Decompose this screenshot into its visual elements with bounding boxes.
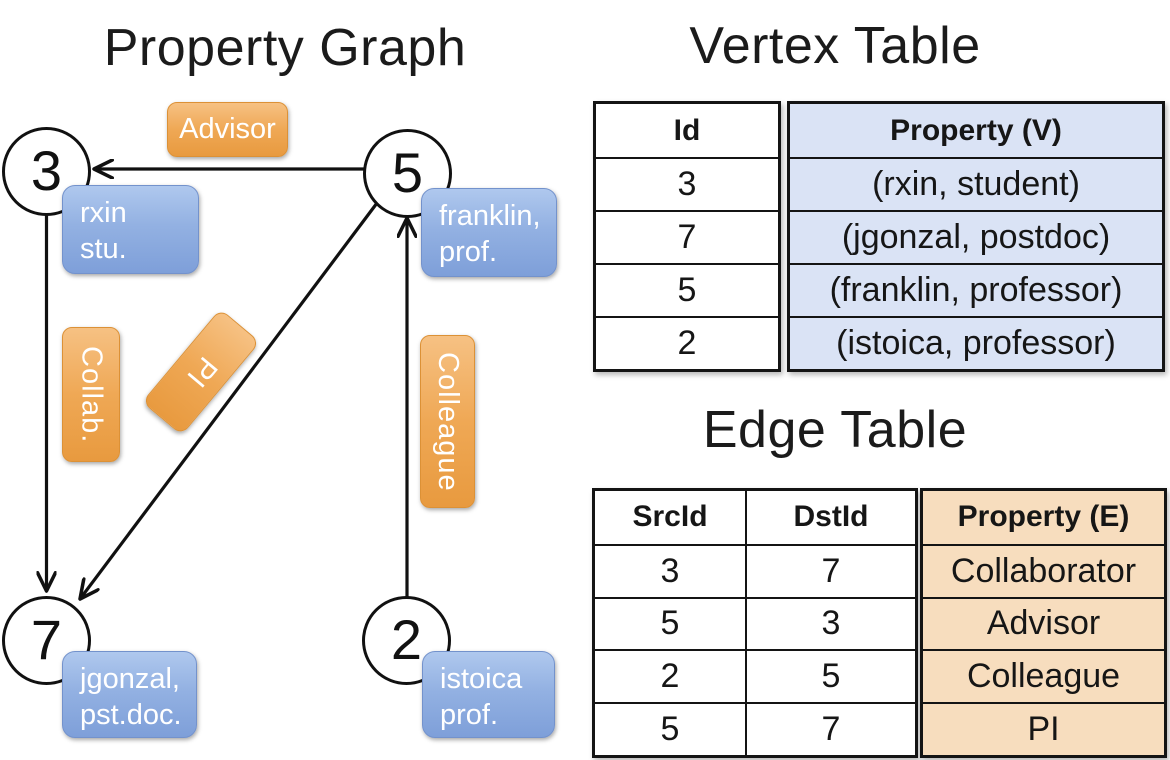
edge-table-cell-srcid: 5 bbox=[595, 596, 745, 650]
vertex-table-cell-id: 3 bbox=[596, 157, 778, 210]
vertex-table-cell-property: (rxin, student) bbox=[790, 157, 1162, 210]
vertex-prop-line: franklin, bbox=[439, 200, 541, 232]
node-2-id: 2 bbox=[390, 608, 423, 671]
vertex-prop-line: jgonzal, bbox=[80, 663, 180, 695]
edge-label-advisor: Advisor bbox=[167, 102, 288, 157]
edge-label-text: Collab. bbox=[75, 345, 108, 444]
vertex-table-header-property: Property (V) bbox=[890, 113, 1062, 147]
edge-table-cell-property: Colleague bbox=[923, 649, 1164, 702]
edge-table-cell-property: Advisor bbox=[923, 596, 1164, 650]
graph-node-5: 5 bbox=[363, 128, 452, 218]
graph-edges-layer bbox=[0, 0, 560, 760]
edge-pi-5-to-7 bbox=[80, 202, 379, 599]
vertex-table-title: Vertex Table bbox=[689, 17, 981, 75]
edge-label-text: Advisor bbox=[179, 113, 276, 145]
edge-table-cell-dstid: 3 bbox=[745, 596, 915, 650]
edge-table-header-property: Property (E) bbox=[957, 500, 1130, 534]
vertex-table-cell-property: (franklin, professor) bbox=[790, 263, 1162, 316]
vertex-table-id-column: Id 3 7 5 2 bbox=[593, 101, 781, 372]
vertex-table-property-column: Property (V) (rxin, student) (jgonzal, p… bbox=[787, 101, 1165, 372]
node-5-id: 5 bbox=[391, 141, 424, 204]
node-7-id: 7 bbox=[30, 608, 63, 671]
edge-table-cell-dstid: 5 bbox=[745, 649, 915, 703]
edge-table-cell-dstid: 7 bbox=[745, 543, 915, 597]
graph-node-2: 2 bbox=[362, 595, 451, 685]
property-graph-title: Property Graph bbox=[103, 19, 467, 77]
vertex-prop-box-rxin: rxin stu. bbox=[62, 185, 199, 274]
vertex-prop-box-istoica: istoica prof. bbox=[422, 651, 555, 738]
edge-label-colleague: Colleague bbox=[420, 335, 475, 508]
edge-table-id-columns: SrcId DstId 3 7 5 3 2 5 5 7 bbox=[592, 488, 918, 758]
vertex-prop-line: rxin bbox=[80, 197, 127, 229]
edge-label-text: Colleague bbox=[432, 351, 464, 492]
edge-table-cell-property: PI bbox=[923, 702, 1164, 755]
vertex-prop-line: pst.doc. bbox=[80, 699, 182, 731]
vertex-table-cell-id: 7 bbox=[596, 210, 778, 263]
vertex-prop-line: istoica bbox=[440, 663, 523, 695]
vertex-prop-line: prof. bbox=[440, 699, 499, 731]
vertex-table-cell-property: (istoica, professor) bbox=[790, 316, 1162, 369]
edge-table-cell-property: Collaborator bbox=[923, 543, 1164, 597]
edge-table-cell-dstid: 7 bbox=[745, 702, 915, 755]
edge-label-collab: Collab. bbox=[62, 327, 120, 462]
edge-table-header-dstid: DstId bbox=[745, 491, 915, 544]
edge-table-header-srcid: SrcId bbox=[632, 500, 708, 534]
edge-table-property-column: Property (E) Collaborator Advisor Collea… bbox=[920, 488, 1167, 758]
vertex-table-header-id: Id bbox=[673, 113, 701, 147]
vertex-prop-box-jgonzal: jgonzal, pst.doc. bbox=[62, 651, 197, 738]
edge-table-cell-srcid: 3 bbox=[595, 543, 745, 597]
vertex-prop-line: stu. bbox=[80, 233, 127, 265]
vertex-prop-line: prof. bbox=[439, 236, 498, 268]
edge-table-title: Edge Table bbox=[702, 401, 968, 459]
edge-table-cell-srcid: 5 bbox=[595, 702, 745, 755]
edge-label-text: PI bbox=[179, 350, 224, 394]
node-3-id: 3 bbox=[30, 139, 63, 202]
edge-table-cell-srcid: 2 bbox=[595, 649, 745, 702]
vertex-table-cell-id: 5 bbox=[596, 263, 778, 316]
vertex-table-cell-id: 2 bbox=[596, 316, 778, 369]
vertex-prop-box-franklin: franklin, prof. bbox=[421, 188, 557, 277]
vertex-table-cell-property: (jgonzal, postdoc) bbox=[790, 210, 1162, 263]
